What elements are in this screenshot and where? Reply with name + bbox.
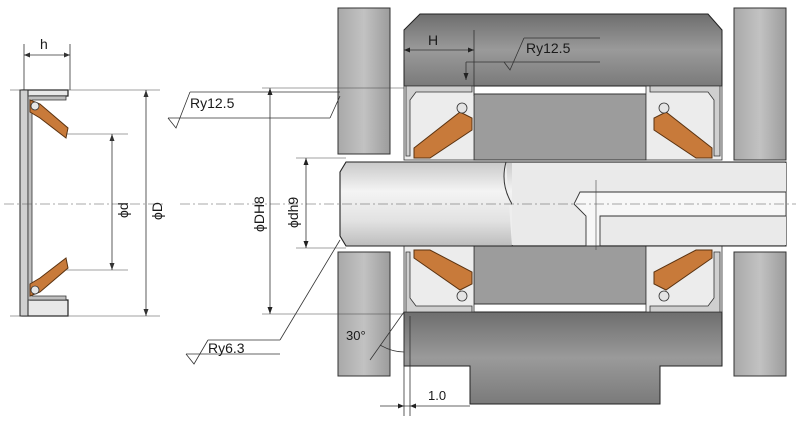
ry-top-left-label: Ry12.5 — [190, 95, 235, 111]
phi-dh9-label: ϕdh9 — [285, 197, 301, 228]
h-dimension-label: h — [40, 36, 48, 52]
middle-dimensions: Ry12.5 ϕDH8 ϕdh9 Ry6.3 30° 1.0 — [167, 87, 470, 416]
phi-d-label: ϕd — [115, 202, 131, 218]
installation-assembly: H Ry12.5 — [180, 7, 796, 405]
ry-top-right-label: Ry12.5 — [526, 40, 571, 56]
H-dimension-label: H — [428, 32, 438, 48]
phi-DH8-label: ϕDH8 — [251, 196, 267, 232]
chamfer-label: 1.0 — [428, 388, 446, 403]
ry-bottom-left-label: Ry6.3 — [208, 340, 245, 356]
angle-label: 30° — [346, 328, 366, 343]
phi-D-label: ϕD — [149, 202, 165, 220]
seal-cross-section: h ϕd ϕD — [4, 36, 165, 317]
